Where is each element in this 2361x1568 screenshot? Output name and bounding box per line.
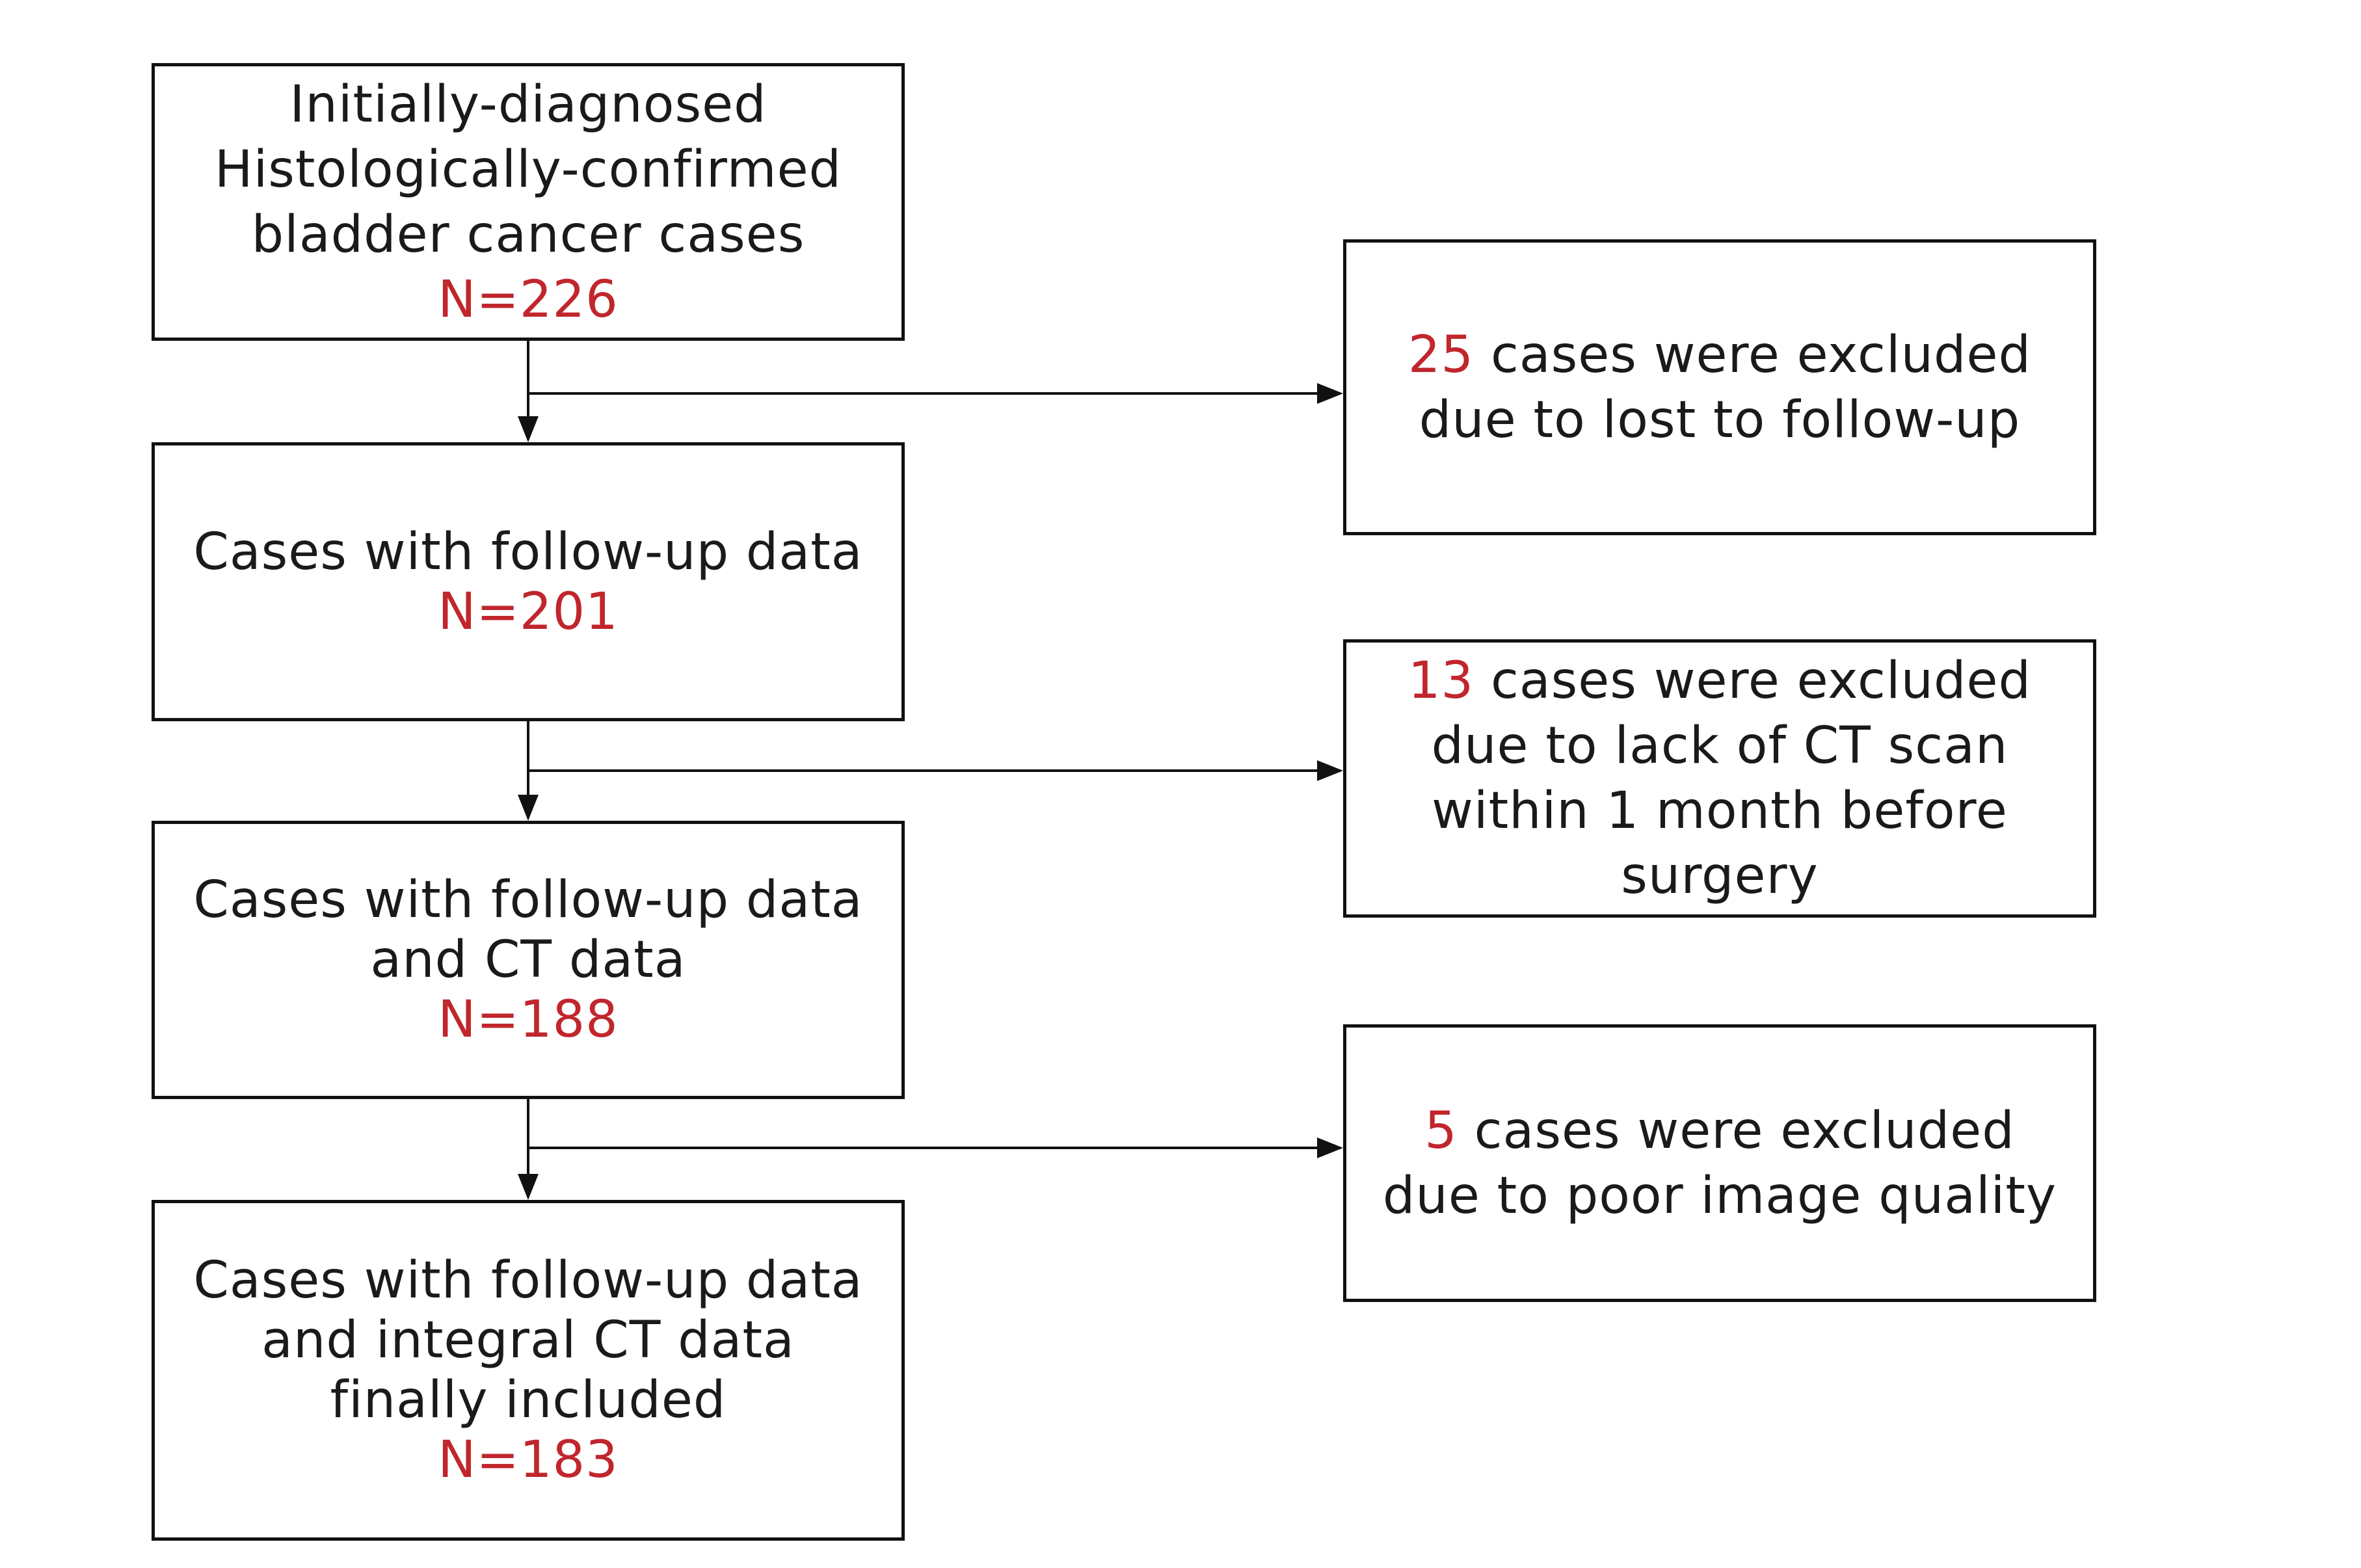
box-text-line: 5 cases were excluded — [1424, 1098, 2015, 1163]
count-label: N=226 — [438, 270, 619, 329]
count-label: N=188 — [438, 990, 619, 1049]
box-text-line: finally included — [330, 1371, 727, 1429]
box-text-line: Cases with follow-up data — [193, 871, 863, 929]
box-text-line: 13 cases were excluded — [1408, 648, 2031, 713]
box-text-line: 25 cases were excluded — [1408, 323, 2031, 388]
excluded-count: 5 — [1424, 1101, 1458, 1160]
box-exclusion-lost-follow-up: 25 cases were excluded due to lost to fo… — [1343, 239, 2096, 535]
box-text-line: Cases with follow-up data — [193, 1251, 863, 1310]
box-exclusion-poor-image-quality: 5 cases were excluded due to poor image … — [1343, 1024, 2096, 1302]
excluded-count: 25 — [1407, 325, 1474, 384]
box-text-line: and CT data — [370, 931, 686, 989]
box-text-fragment: cases were excluded — [1457, 1101, 2015, 1160]
count-label: N=201 — [438, 582, 619, 641]
box-text-line: bladder cancer cases — [251, 205, 805, 264]
box-text-line: Histologically-confirmed — [214, 140, 842, 199]
box-text-fragment: cases were excluded — [1474, 325, 2032, 384]
box-follow-up-ct-cases: Cases with follow-up data and CT data N=… — [152, 821, 905, 1099]
count-label: N=183 — [438, 1431, 619, 1489]
box-text-line: within 1 month before — [1432, 782, 2008, 840]
box-text-line: due to poor image quality — [1382, 1166, 2057, 1225]
box-text-line: due to lack of CT scan — [1431, 717, 2008, 775]
box-text-line: Cases with follow-up data — [193, 522, 863, 581]
box-text-line: Initially-diagnosed — [289, 75, 767, 134]
box-text-line: surgery — [1621, 847, 1819, 905]
box-exclusion-no-ct-scan: 13 cases were excluded due to lack of CT… — [1343, 639, 2096, 918]
box-follow-up-cases: Cases with follow-up data N=201 — [152, 442, 905, 721]
box-final-included-cases: Cases with follow-up data and integral C… — [152, 1200, 905, 1541]
excluded-count: 13 — [1407, 652, 1474, 710]
box-initial-cases: Initially-diagnosed Histologically-confi… — [152, 63, 905, 341]
box-text-line: and integral CT data — [261, 1311, 795, 1370]
box-text-line: due to lost to follow-up — [1419, 390, 2021, 449]
box-text-fragment: cases were excluded — [1474, 652, 2032, 710]
